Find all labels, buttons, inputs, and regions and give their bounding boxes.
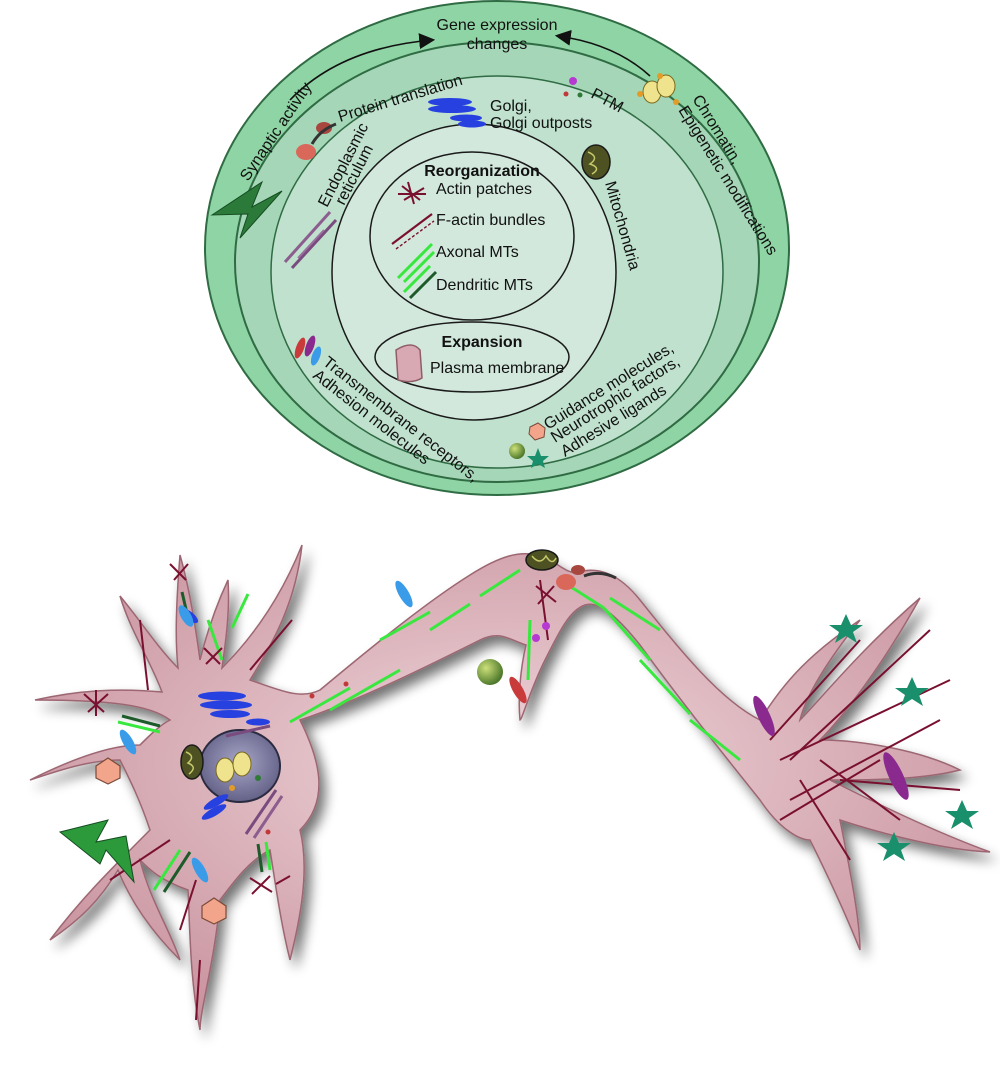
plasma-membrane-icon [395, 344, 423, 383]
plasma-membrane-label: Plasma membrane [430, 360, 564, 377]
soma-mitochondria-icon [180, 744, 204, 780]
ribosome-icon [296, 122, 337, 160]
soma-er-icon [225, 724, 284, 839]
dendritic-mts-label: Dendritic MTs [436, 277, 533, 294]
neurotrophic-ball-icon [477, 659, 503, 685]
arrow-from-chromatin [554, 29, 651, 77]
chromatin-icon [637, 73, 679, 105]
expansion-circle [374, 321, 570, 393]
nucleus-chromatin-icon [215, 751, 261, 791]
ptm-dots-neuron-icon [265, 622, 550, 835]
concentric-diagram: Gene expression changes Synaptic activit… [204, 0, 790, 496]
axonal-microtubules [117, 568, 741, 891]
golgi-icon [428, 98, 486, 128]
actin-patch-icon [398, 181, 426, 205]
receptor-icon [294, 335, 322, 366]
actin-patches-label: Actin patches [436, 181, 532, 198]
reorganization-title: Reorganization [424, 163, 540, 180]
guidance-molecules-icon [509, 422, 549, 468]
axon-mitochondria-icon [525, 549, 559, 571]
golgi-label-2: Golgi outposts [490, 115, 592, 132]
neuron-receptors [119, 580, 909, 883]
extracellular-cues [58, 614, 979, 925]
synaptic-bolt-neuron-icon [58, 819, 135, 884]
axonal-mt-icon [396, 242, 436, 284]
guidance-hexagon-icon [201, 897, 227, 925]
axonal-mts-label: Axonal MTs [436, 244, 519, 261]
gene-expression-label-1: Gene expression [437, 17, 558, 34]
adhesive-star-icons [829, 614, 979, 861]
expansion-title: Expansion [442, 334, 523, 351]
actin-bundles [109, 579, 961, 1021]
axon-ribosome-icon [556, 565, 617, 590]
neuron-contents [83, 549, 961, 1021]
synaptic-bolt-icon [210, 180, 283, 239]
dendritic-mt-icon [402, 264, 438, 300]
arrow-from-synaptic [289, 33, 436, 101]
ptm-dots-icon [563, 77, 583, 98]
gene-expression-label-2: changes [467, 36, 528, 53]
actin-patches [83, 563, 557, 895]
f-actin-bundle-icon [391, 213, 435, 250]
golgi-label-1: Golgi, [490, 98, 532, 115]
mitochondria-icon [581, 144, 611, 180]
guidance-hexagon-icon [95, 757, 121, 785]
er-icon [283, 210, 338, 270]
f-actin-bundles-label: F-actin bundles [436, 212, 545, 229]
